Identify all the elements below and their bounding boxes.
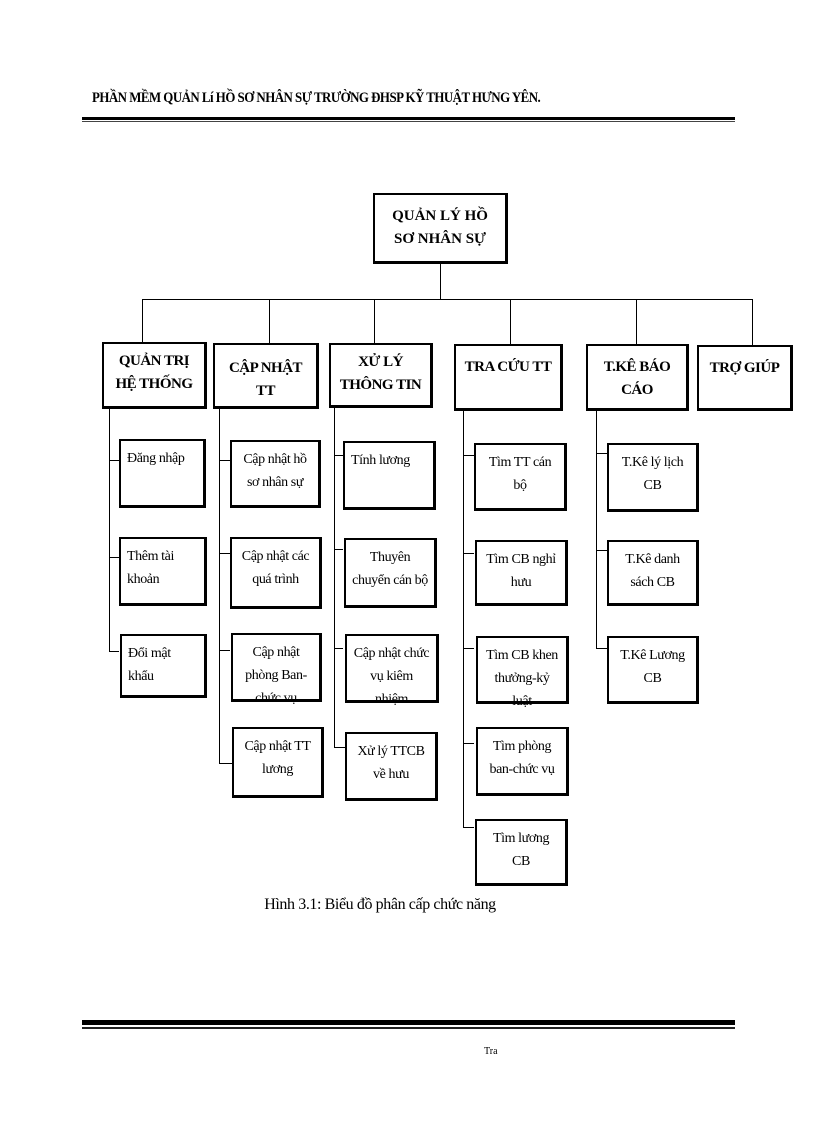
connector [142, 299, 143, 343]
header-rule-thin [82, 121, 735, 122]
connector [463, 553, 474, 554]
connector [596, 453, 607, 454]
branch-quan-tri-he-thong: QUẢN TRỊ HỆ THỐNG [102, 342, 207, 409]
node-tim-cb-nghi-huu: Tìm CB nghỉ hưu [475, 540, 568, 606]
branch-xu-ly-thong-tin: XỬ LÝ THÔNG TIN [329, 343, 433, 408]
connector [636, 299, 637, 344]
connector [219, 409, 220, 764]
page-number: Tra [484, 1046, 498, 1057]
node-tke-luong-cb: T.Kê Lương CB [607, 636, 699, 704]
connector [334, 747, 345, 748]
connector [334, 549, 343, 550]
connector [219, 460, 230, 461]
connector [334, 408, 335, 748]
header-rule [82, 117, 735, 120]
connector [374, 299, 375, 343]
root-node: QUẢN LÝ HỒ SƠ NHÂN SỰ [373, 193, 508, 264]
node-tinh-luong: Tính lương [343, 441, 436, 510]
node-dang-nhap: Đăng nhập [119, 439, 206, 508]
connector [109, 460, 119, 461]
branch-tro-giup: TRỢ GIÚP [697, 345, 793, 411]
node-tke-ly-lich-cb: T.Kê lý lịch CB [607, 443, 699, 512]
connector [463, 455, 474, 456]
node-cap-nhat-ho-so-nhan-su: Cập nhật hồ sơ nhân sự [230, 440, 321, 508]
page-header-title: PHẦN MỀM QUẢN Lí HỒ SƠ NHÂN SỰ TRƯỜNG ĐH… [92, 90, 541, 106]
connector [109, 409, 110, 651]
node-tim-phong-ban-chuc-vu: Tìm phòng ban-chức vụ [476, 727, 569, 796]
node-tim-tt-can-bo: Tìm TT cán bộ [474, 443, 567, 511]
branch-tra-cuu-tt: TRA CỨU TT [454, 344, 563, 411]
node-them-tai-khoan: Thêm tài khoản [119, 537, 207, 606]
connector [463, 743, 474, 744]
node-cap-nhat-tt-luong: Cập nhật TT lương [232, 727, 324, 798]
node-tke-danh-sach-cb: T.Kê danh sách CB [607, 540, 699, 606]
footer-rule [82, 1020, 735, 1025]
connector [463, 648, 474, 649]
connector [142, 299, 753, 300]
connector [269, 299, 270, 343]
connector [219, 650, 230, 651]
branch-thong-ke-bao-cao: T.KÊ BÁO CÁO [586, 344, 689, 411]
node-xu-ly-ttcb-ve-huu: Xử lý TTCB về hưu [345, 732, 438, 801]
connector [752, 299, 753, 345]
connector [596, 550, 607, 551]
connector [219, 553, 230, 554]
node-tim-luong-cb: Tìm lương CB [475, 819, 568, 886]
connector [109, 651, 119, 652]
node-doi-mat-khau: Đổi mật khẩu [120, 634, 207, 698]
connector [219, 763, 232, 764]
node-cap-nhat-phong-ban-chuc-vu: Cập nhật phòng Ban-chức vụ [231, 633, 322, 706]
connector [334, 455, 343, 456]
connector [463, 827, 474, 828]
node-thuyen-chuyen-can-bo: Thuyên chuyển cán bộ [344, 538, 437, 608]
connector [596, 411, 597, 649]
connector [334, 648, 343, 649]
figure-caption: Hình 3.1: Biểu đồ phân cấp chức năng [264, 896, 496, 913]
connector [109, 557, 119, 558]
node-tim-cb-khen-thuong-ky-luat: Tìm CB khen thưởng-kỷ luật [476, 636, 569, 709]
node-cap-nhat-cac-qua-trinh: Cập nhật các quá trình [230, 537, 322, 609]
connector [463, 411, 464, 827]
connector [510, 299, 511, 344]
connector [596, 648, 607, 649]
branch-cap-nhat-tt: CẬP NHẬT TT [213, 343, 319, 409]
node-cap-nhat-chuc-vu-kiem-nhiem: Cập nhật chức vụ kiêm nhiệm [345, 634, 439, 707]
footer-rule-thin [82, 1027, 735, 1029]
connector [440, 264, 441, 299]
